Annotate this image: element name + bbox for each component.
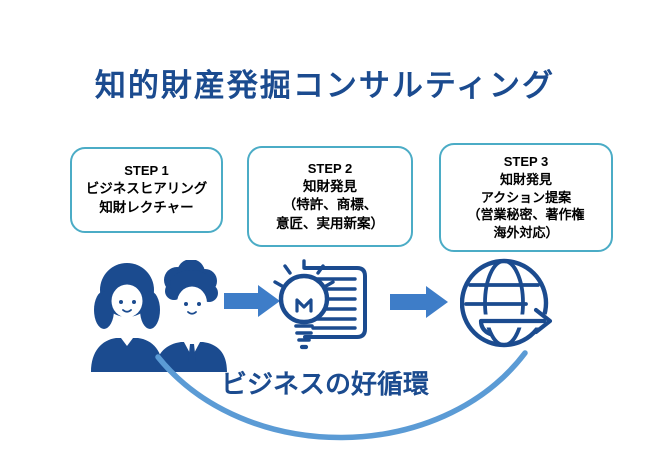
step-box-3: STEP 3 知財発見 アクション提案 （営業秘密、著作権 海外対応） <box>439 143 613 252</box>
step-2-line: （特許、商標、 <box>282 197 378 213</box>
two-business-people-icon <box>91 260 227 372</box>
globe-arrow-icon <box>460 258 556 348</box>
step-2-line: 意匠、実用新案） <box>276 215 384 231</box>
step-2-line: 知財発見 <box>303 178 357 194</box>
step-1-line: ビジネスヒアリング <box>85 181 208 197</box>
right-block-arrow-icon <box>224 285 280 317</box>
step-3-line: アクション提案 <box>480 189 572 205</box>
step-2-label: STEP 2 <box>307 160 353 176</box>
right-block-arrow-icon <box>390 286 448 318</box>
step-3-line: 海外対応） <box>493 225 559 241</box>
step-box-2: STEP 2 知財発見 （特許、商標、 意匠、実用新案） <box>247 146 413 247</box>
page-title: 知的財産発掘コンサルティング <box>94 68 556 103</box>
step-box-1: STEP 1 ビジネスヒアリング 知財レクチャー <box>70 147 223 233</box>
step-1-label: STEP 1 <box>124 163 169 179</box>
step-1-line: 知財レクチャー <box>99 199 194 215</box>
step-3-line: 知財発見 <box>499 171 552 187</box>
step-3-label: STEP 3 <box>503 153 549 169</box>
step-3-line: （営業秘密、著作権 <box>467 207 585 223</box>
lightbulb-document-icon <box>273 259 367 350</box>
footer-label: ビジネスの好循環 <box>220 369 429 399</box>
cycle-arc <box>155 350 528 441</box>
